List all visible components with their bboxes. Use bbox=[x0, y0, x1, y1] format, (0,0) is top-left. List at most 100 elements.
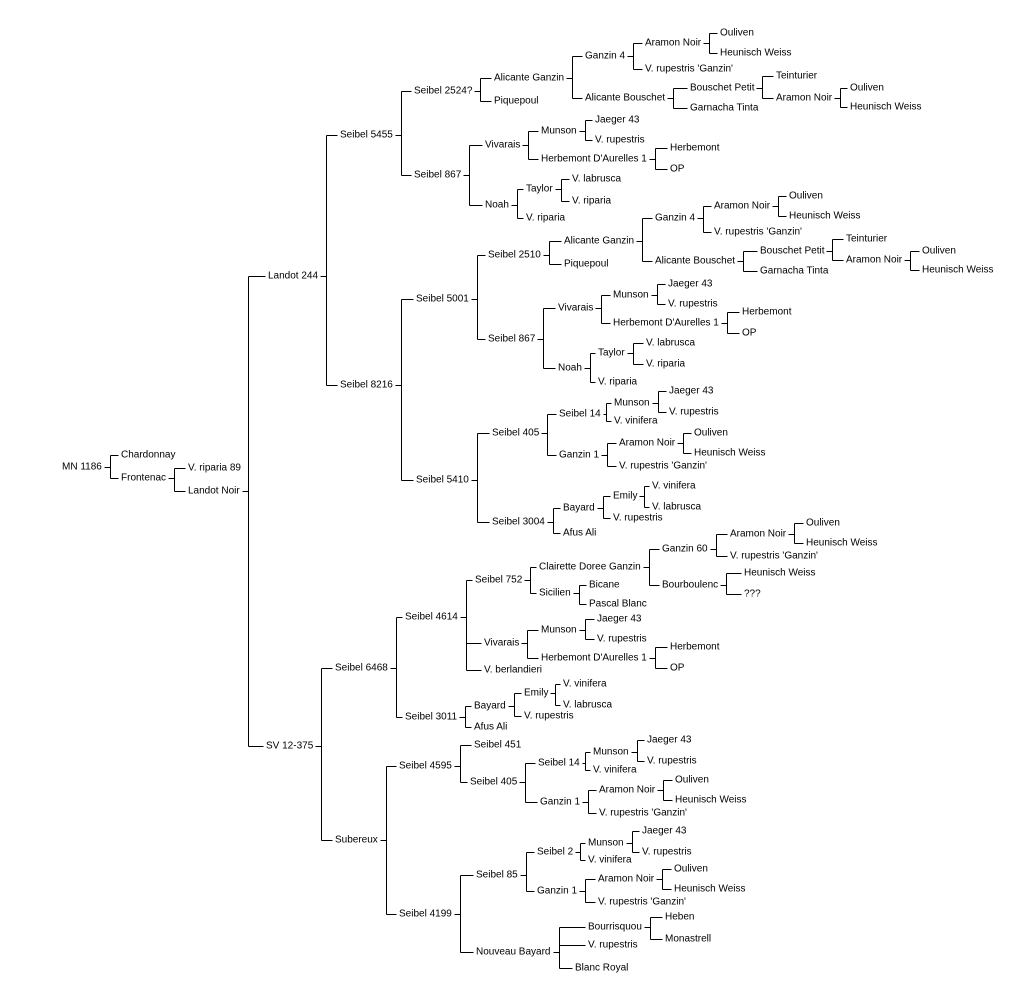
node-taylor: Taylor bbox=[526, 184, 553, 195]
node-alicante-bouschet: Alicante Bouschet bbox=[655, 256, 735, 267]
node-v-rupestris: V. rupestris bbox=[669, 407, 719, 418]
node-v-labrusca: V. labrusca bbox=[572, 174, 622, 185]
node-aramon-noir: Aramon Noir bbox=[645, 38, 702, 49]
node-aramon-noir: Aramon Noir bbox=[599, 785, 656, 796]
node-v-rupestris: V. rupestris bbox=[642, 847, 692, 858]
node-herbemont: Herbemont bbox=[670, 143, 720, 154]
node-v-vinifera: V. vinifera bbox=[588, 855, 632, 866]
node-alicante-bouschet: Alicante Bouschet bbox=[585, 93, 665, 104]
node-bouschet-petit: Bouschet Petit bbox=[690, 83, 755, 94]
node-ouliven: Ouliven bbox=[675, 775, 709, 786]
node-munson: Munson bbox=[588, 838, 624, 849]
node-v-riparia: V. riparia bbox=[646, 359, 686, 370]
node-seibel-4199: Seibel 4199 bbox=[399, 909, 452, 920]
node-ouliven: Ouliven bbox=[720, 28, 754, 39]
node-seibel-2: Seibel 2 bbox=[537, 847, 574, 858]
node-seibel-5455: Seibel 5455 bbox=[340, 130, 393, 141]
node-seibel-2524: Seibel 2524? bbox=[414, 86, 473, 97]
node-vivarais: Vivarais bbox=[485, 140, 520, 151]
tree-edges bbox=[104, 33, 920, 969]
node-aramon-noir: Aramon Noir bbox=[846, 255, 903, 266]
node-bouschet-petit: Bouschet Petit bbox=[760, 246, 825, 257]
node-v-labrusca: V. labrusca bbox=[652, 502, 702, 513]
node-v-vinifera: V. vinifera bbox=[652, 481, 696, 492]
node-seibel-867: Seibel 867 bbox=[414, 170, 462, 181]
node-v-rupestris-ganzin: V. rupestris 'Ganzin' bbox=[619, 461, 707, 472]
node-frontenac: Frontenac bbox=[121, 473, 166, 484]
node-ouliven: Ouliven bbox=[806, 518, 840, 529]
node-aramon-noir: Aramon Noir bbox=[598, 874, 655, 885]
node-taylor: Taylor bbox=[598, 348, 625, 359]
node-munson: Munson bbox=[614, 398, 650, 409]
node-clairette-doree-ganzin: Clairette Doree Ganzin bbox=[539, 562, 641, 573]
node-nouveau-bayard: Nouveau Bayard bbox=[476, 947, 551, 958]
node-seibel-405: Seibel 405 bbox=[492, 428, 540, 439]
node-mn-1186: MN 1186 bbox=[62, 462, 102, 473]
node-ouliven: Ouliven bbox=[674, 864, 708, 875]
node-heunisch-weiss: Heunisch Weiss bbox=[789, 211, 861, 222]
node-jaeger-43: Jaeger 43 bbox=[668, 279, 713, 290]
node-landot-noir: Landot Noir bbox=[188, 486, 240, 497]
node-jaeger-43: Jaeger 43 bbox=[595, 115, 640, 126]
node-seibel-14: Seibel 14 bbox=[559, 409, 601, 420]
node-v-rupestris: V. rupestris bbox=[597, 634, 647, 645]
node-seibel-2510: Seibel 2510 bbox=[488, 250, 541, 261]
node-emily: Emily bbox=[524, 688, 548, 699]
node-piquepoul: Piquepoul bbox=[494, 96, 538, 107]
node-heunisch-weiss: Heunisch Weiss bbox=[922, 265, 994, 276]
node-ouliven: Ouliven bbox=[850, 83, 884, 94]
node-heunisch-weiss: Heunisch Weiss bbox=[806, 538, 878, 549]
node-noah: Noah bbox=[558, 363, 582, 374]
node-v-vinifera: V. vinifera bbox=[593, 765, 637, 776]
node-aramon-noir: Aramon Noir bbox=[730, 529, 787, 540]
node-ganzin-1: Ganzin 1 bbox=[537, 886, 577, 897]
node-: ??? bbox=[744, 589, 761, 600]
node-seibel-6468: Seibel 6468 bbox=[335, 663, 388, 674]
node-seibel-14: Seibel 14 bbox=[538, 758, 580, 769]
node-heunisch-weiss: Heunisch Weiss bbox=[744, 568, 816, 579]
node-seibel-5410: Seibel 5410 bbox=[416, 475, 469, 486]
node-noah: Noah bbox=[485, 200, 509, 211]
node-bourrisquou: Bourrisquou bbox=[588, 922, 642, 933]
node-jaeger-43: Jaeger 43 bbox=[597, 614, 642, 625]
node-sicilien: Sicilien bbox=[539, 588, 571, 599]
node-monastrell: Monastrell bbox=[665, 934, 711, 945]
node-herbemont: Herbemont bbox=[670, 642, 720, 653]
node-ouliven: Ouliven bbox=[789, 191, 823, 202]
node-heunisch-weiss: Heunisch Weiss bbox=[850, 102, 922, 113]
node-v-rupestris: V. rupestris bbox=[613, 513, 663, 524]
node-bourboulenc: Bourboulenc bbox=[662, 580, 718, 591]
node-afus-ali: Afus Ali bbox=[563, 528, 596, 539]
node-v-labrusca: V. labrusca bbox=[646, 338, 696, 349]
node-emily: Emily bbox=[613, 491, 637, 502]
node-bayard: Bayard bbox=[563, 503, 595, 514]
node-pascal-blanc: Pascal Blanc bbox=[589, 599, 647, 610]
node-ouliven: Ouliven bbox=[694, 428, 728, 439]
node-v-rupestris: V. rupestris bbox=[647, 756, 697, 767]
node-munson: Munson bbox=[541, 625, 577, 636]
node-aramon-noir: Aramon Noir bbox=[776, 93, 833, 104]
node-aramon-noir: Aramon Noir bbox=[619, 438, 676, 449]
node-ouliven: Ouliven bbox=[922, 246, 956, 257]
node-seibel-4595: Seibel 4595 bbox=[399, 761, 452, 772]
node-garnacha-tinta: Garnacha Tinta bbox=[760, 266, 829, 277]
node-heunisch-weiss: Heunisch Weiss bbox=[674, 884, 746, 895]
node-v-rupestris: V. rupestris bbox=[595, 135, 645, 146]
node-alicante-ganzin: Alicante Ganzin bbox=[494, 73, 564, 84]
node-landot-244: Landot 244 bbox=[268, 271, 318, 282]
node-herbemont-d-aurelles-1: Herbemont D'Aurelles 1 bbox=[541, 154, 647, 165]
node-seibel-451: Seibel 451 bbox=[474, 740, 522, 751]
node-seibel-405: Seibel 405 bbox=[470, 777, 518, 788]
node-v-labrusca: V. labrusca bbox=[563, 700, 613, 711]
node-v-berlandieri: V. berlandieri bbox=[484, 665, 542, 676]
node-seibel-8216: Seibel 8216 bbox=[340, 380, 393, 391]
node-v-riparia: V. riparia bbox=[598, 377, 638, 388]
node-v-rupestris-ganzin: V. rupestris 'Ganzin' bbox=[598, 897, 686, 908]
node-v-rupestris: V. rupestris bbox=[524, 711, 574, 722]
node-op: OP bbox=[742, 328, 757, 339]
node-seibel-867: Seibel 867 bbox=[488, 334, 536, 345]
node-piquepoul: Piquepoul bbox=[564, 259, 608, 270]
node-v-riparia: V. riparia bbox=[526, 213, 566, 224]
